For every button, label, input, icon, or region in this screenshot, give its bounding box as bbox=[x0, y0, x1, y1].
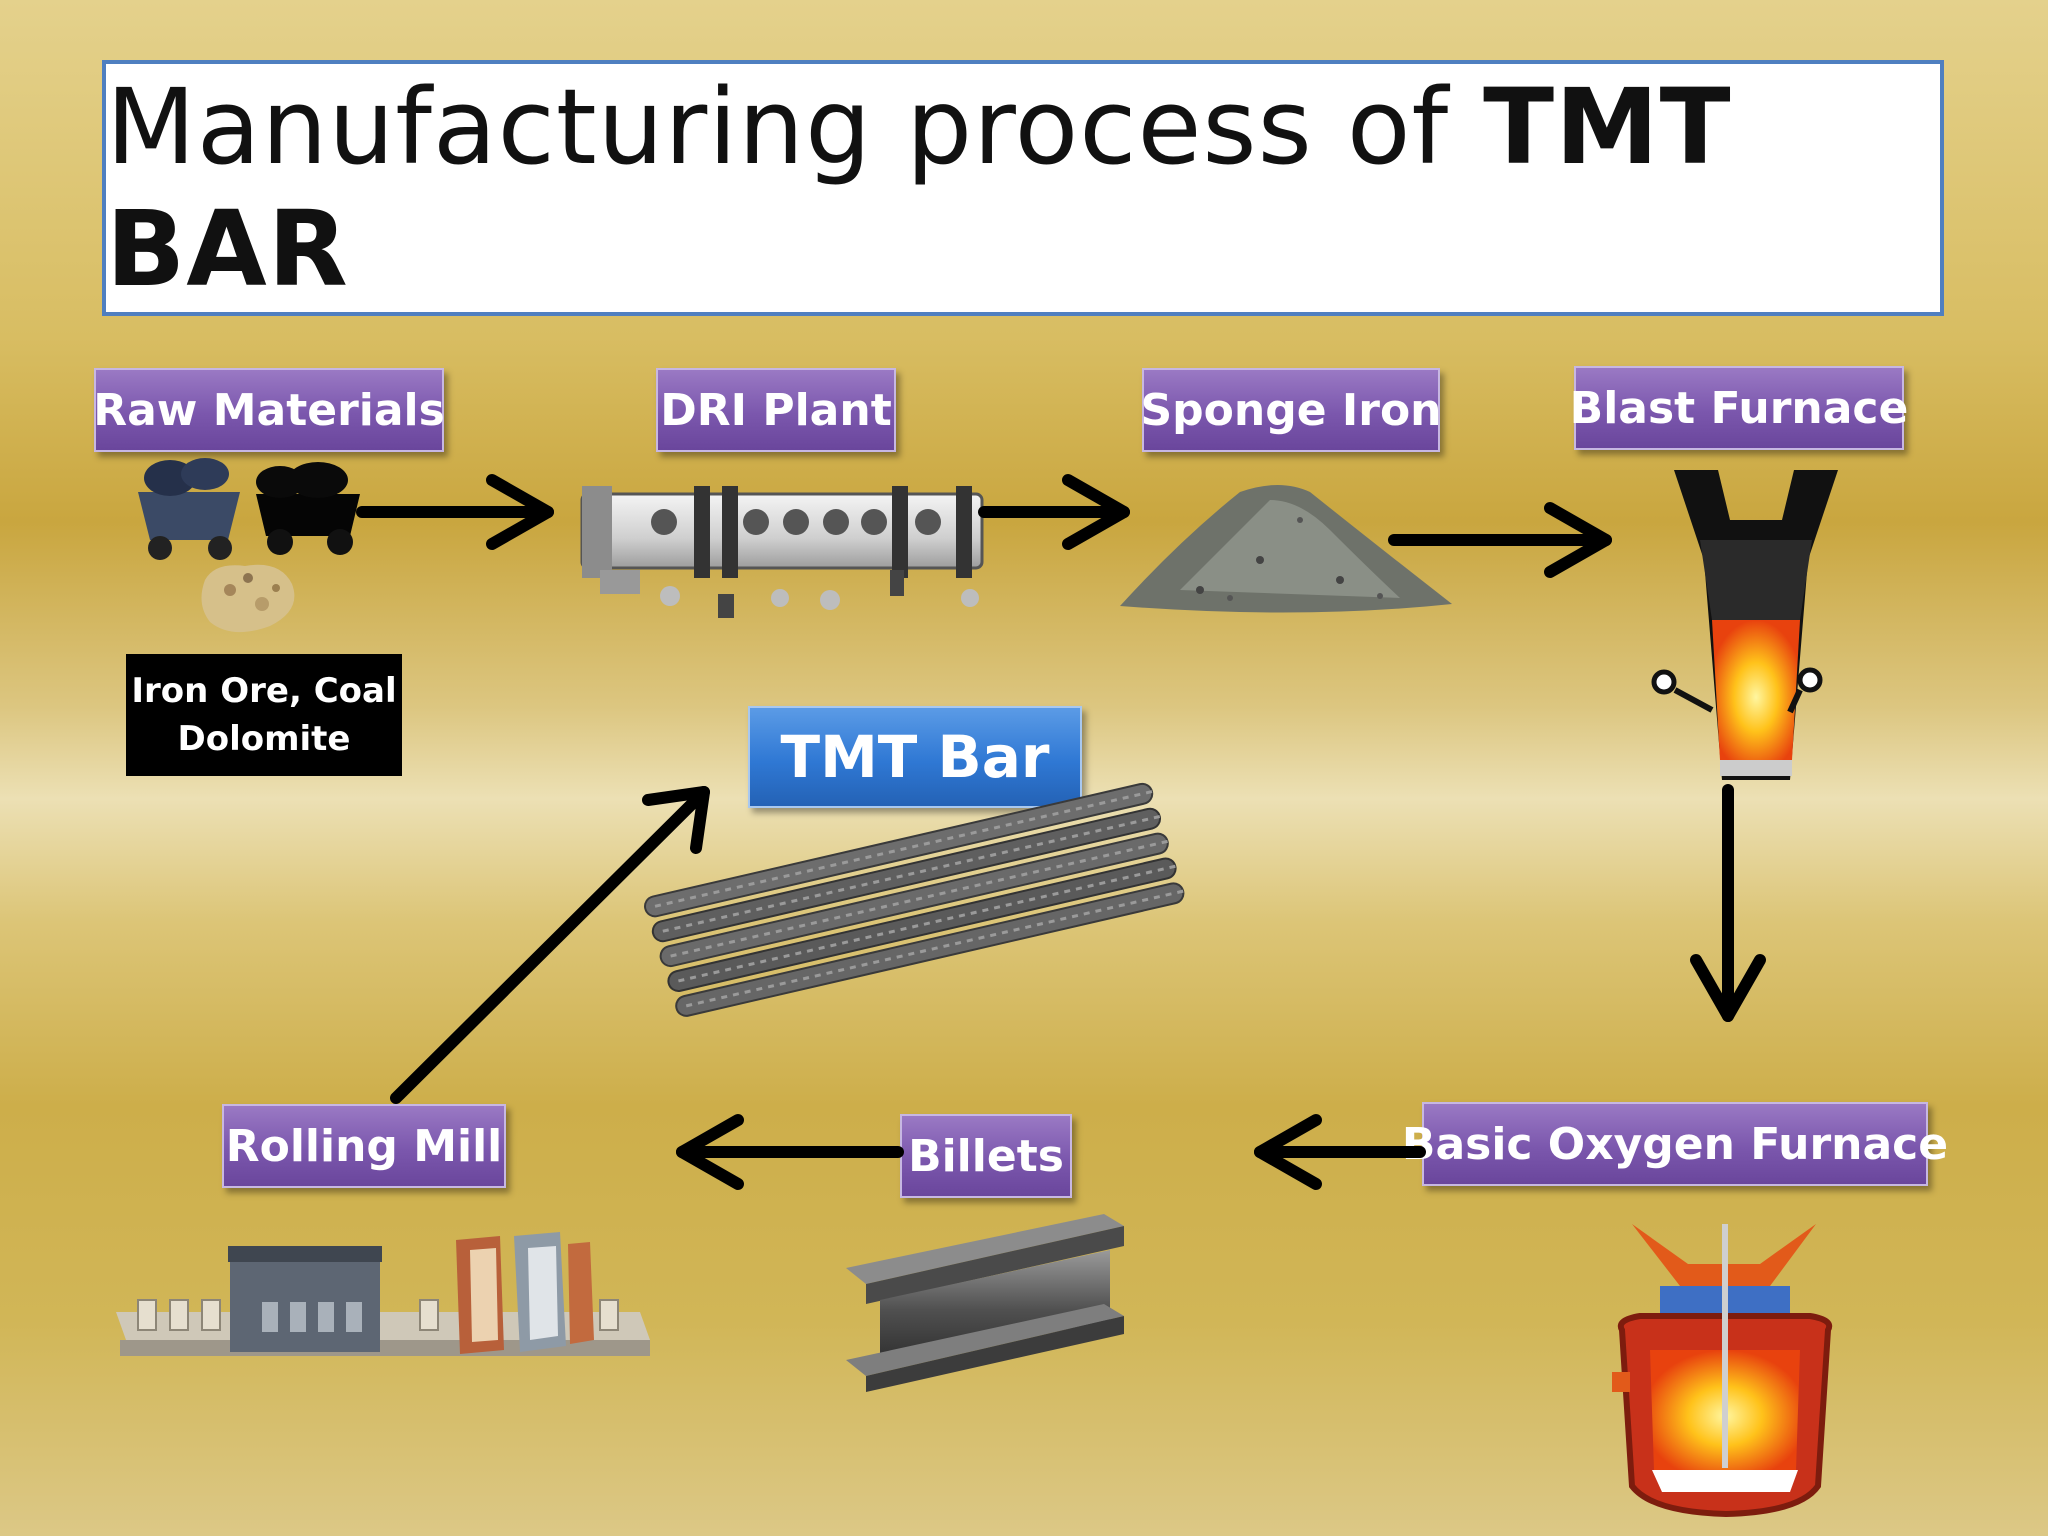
page-title: Manufacturing process of TMT BAR bbox=[106, 66, 1732, 310]
iron-ore-icon bbox=[201, 564, 295, 633]
tmt-bar-label: TMT Bar bbox=[748, 706, 1082, 808]
dri-plant-label: DRI Plant bbox=[656, 368, 896, 452]
blast-furnace-label: Blast Furnace bbox=[1570, 366, 1908, 450]
arrow-blast-to-bof bbox=[1690, 784, 1766, 1022]
arrow-dri-to-sponge bbox=[978, 474, 1130, 550]
rolling-mill-label: Rolling Mill bbox=[222, 1104, 506, 1188]
mine-cart-icon bbox=[138, 458, 360, 560]
blast-furnace-icon bbox=[1651, 470, 1838, 780]
basic-oxygen-furnace-icon bbox=[1612, 1224, 1833, 1518]
billet-i-beam-image bbox=[846, 1214, 1124, 1392]
arrow-rolling-to-tmt bbox=[390, 786, 710, 1104]
billets-label: Billets bbox=[900, 1114, 1072, 1198]
raw-materials-note: Iron Ore, Coal Dolomite bbox=[126, 654, 402, 776]
title-box: Manufacturing process of TMT BAR bbox=[102, 60, 1944, 316]
arrow-billets-to-rolling bbox=[676, 1114, 904, 1190]
arrow-bof-to-billets bbox=[1254, 1114, 1426, 1190]
sponge-iron-label: Sponge Iron bbox=[1140, 368, 1442, 452]
arrow-sponge-to-blast bbox=[1388, 502, 1612, 578]
raw-materials-label: Raw Materials bbox=[93, 368, 445, 452]
rolling-mill-image bbox=[116, 1232, 650, 1356]
basic-oxygen-furnace-label: Basic Oxygen Furnace bbox=[1402, 1102, 1948, 1186]
arrow-raw-to-dri bbox=[356, 474, 554, 550]
sponge-iron-pile-icon bbox=[1120, 485, 1452, 613]
raw-materials-note-line2: Dolomite bbox=[177, 719, 351, 759]
rotary-kiln-icon bbox=[580, 486, 984, 618]
tmt-bars-image bbox=[644, 782, 1185, 1017]
flow-arrows bbox=[356, 474, 1766, 1190]
raw-materials-note-line1: Iron Ore, Coal bbox=[131, 671, 397, 711]
